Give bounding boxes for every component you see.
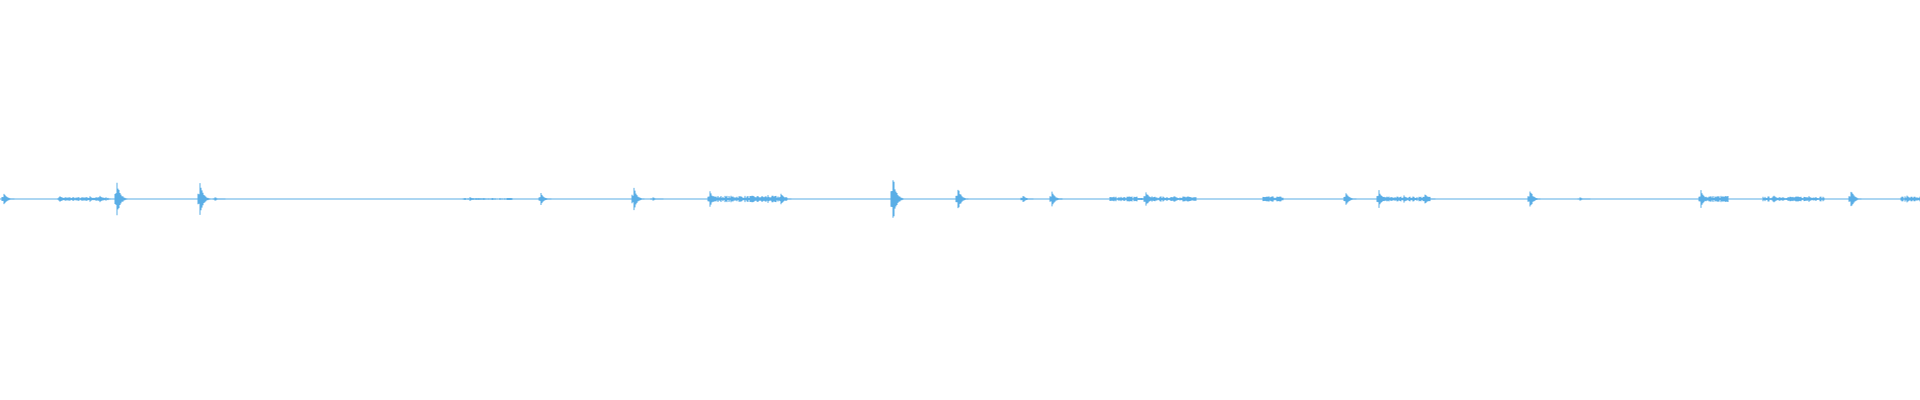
waveform-peaks: [1, 180, 1920, 218]
waveform-peak-6: [197, 183, 211, 215]
waveform-peak-23: [1268, 196, 1282, 202]
waveform-peak-29: [1577, 197, 1591, 201]
waveform-peak-10: [631, 187, 645, 211]
waveform-peak-16: [890, 180, 904, 218]
waveform-peak-13: [736, 196, 750, 202]
waveform-peak-21: [1143, 192, 1157, 206]
waveform-peak-25: [1376, 190, 1390, 208]
waveform-peak-31: [1771, 195, 1785, 203]
waveform-peak-30: [1698, 190, 1712, 208]
waveform-peak-8: [467, 197, 481, 201]
waveform-peak-4: [97, 195, 111, 203]
waveform-peak-32: [1806, 196, 1820, 202]
waveform-peak-0: [1, 193, 15, 205]
waveform-peak-26: [1401, 195, 1415, 203]
waveform-peak-7: [212, 197, 226, 201]
waveform-peak-2: [70, 197, 84, 201]
waveform-peak-18: [1020, 196, 1034, 202]
waveform-peak-1: [57, 196, 71, 202]
waveform-peak-28: [1527, 191, 1541, 207]
waveform-peak-17: [955, 189, 969, 209]
waveform-peak-12: [707, 191, 721, 207]
waveform-peak-33: [1848, 191, 1862, 207]
waveform-peak-22: [1172, 196, 1186, 202]
waveform-peak-5: [114, 182, 128, 216]
waveform-peak-24: [1343, 193, 1357, 205]
waveform-peak-14: [765, 195, 779, 203]
waveform-peak-15: [778, 193, 792, 205]
waveform-peak-27: [1422, 194, 1436, 204]
waveform-peak-9: [538, 193, 552, 205]
waveform-peak-11: [650, 197, 664, 201]
waveform-peak-34: [1904, 195, 1918, 203]
waveform-peak-20: [1049, 191, 1063, 207]
